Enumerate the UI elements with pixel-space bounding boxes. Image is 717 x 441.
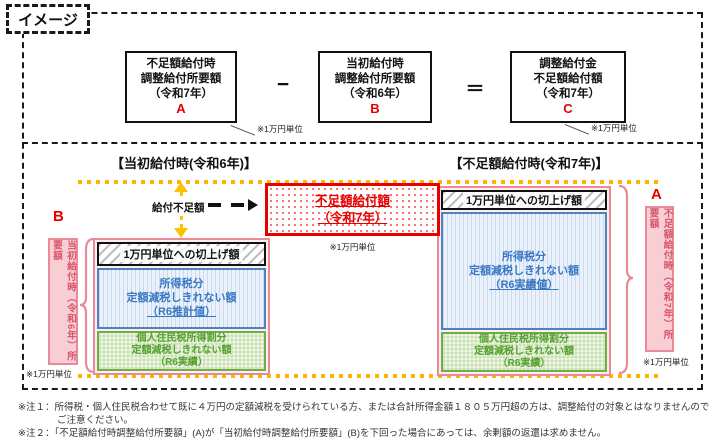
- shortfall-payment-line2: （令和7年）: [317, 210, 388, 225]
- footnotes: ※注１：所得税・個人住民税合わせて既に４万円の定額減税を受けられている方、または…: [18, 401, 709, 440]
- bottom-level-dotted-line: [78, 374, 662, 378]
- formula-box-a: 不足額給付時 調整給付所要額 （令和7年） A: [125, 51, 237, 123]
- right-blue-line3: （R6実績値）: [489, 279, 559, 292]
- formula-letter-b: B: [370, 101, 380, 117]
- footnote-2: ※注２：「不足額給付時調整給付所要額」(A)が「当初給付時調整給付所要額」(B)…: [18, 428, 607, 440]
- unit-note-bottom-right: ※1万円単位: [643, 357, 689, 367]
- formula-box-c-line3: （令和7年）: [536, 88, 600, 101]
- image-label-box: イメージ: [6, 4, 90, 34]
- minus-operator: −: [276, 73, 290, 96]
- unit-note-red-box: ※1万円単位: [329, 242, 376, 252]
- formula-box-c: 調整給付金 不足額給付額 （令和7年） C: [510, 51, 626, 123]
- right-section-heading: 【不足額給付時(令和7年)】: [449, 156, 609, 171]
- side-letter-a: A: [651, 186, 662, 203]
- shortfall-payment-line1: 不足額給付額: [314, 193, 390, 208]
- right-bar-resident-tax-segment: 個人住民税所得割分 定額減税しきれない額 （R6実績）: [441, 332, 607, 372]
- equals-operator: ＝: [465, 79, 485, 100]
- formula-box-b: 当初給付時 調整給付所要額 （令和6年） B: [318, 51, 432, 123]
- right-side-vertical-label: 不足額給付時（令和7年）所要額: [645, 206, 674, 352]
- formula-box-a-line1: 不足額給付時: [146, 58, 216, 71]
- left-blue-line2: 定額減税しきれない額: [126, 292, 237, 305]
- unit-note-c: ※1万円単位: [591, 123, 637, 133]
- formula-letter-c: C: [563, 101, 573, 117]
- formula-box-a-line2: 調整給付所要額: [140, 73, 222, 86]
- gap-arrowhead-down: [174, 228, 188, 238]
- left-section-heading: 【当初給付時(令和6年)】: [111, 156, 257, 171]
- formula-box-b-line3: （令和6年）: [343, 88, 407, 101]
- image-label: イメージ: [18, 11, 78, 29]
- footnote-1-line1: ※注１：所得税・個人住民税合わせて既に４万円の定額減税を受けられている方、または…: [18, 402, 710, 413]
- dashed-arrowhead: [248, 199, 258, 211]
- left-blue-line1: 所得税分: [159, 277, 204, 290]
- left-bar-income-tax-segment: 所得税分 定額減税しきれない額 （R6推計値）: [97, 267, 266, 329]
- left-green-line1: 個人住民税所得割分: [136, 333, 227, 344]
- right-bar-header-label: 1万円単位への切上げ額: [462, 192, 586, 208]
- top-level-dotted-line: [78, 180, 662, 184]
- left-bar: 1万円単位への切上げ額 所得税分 定額減税しきれない額 （R6推計値） 個人住民…: [93, 238, 270, 375]
- unit-note-a: ※1万円単位: [257, 124, 303, 134]
- right-green-line1: 個人住民税所得割分: [479, 334, 569, 345]
- formula-box-b-line1: 当初給付時: [346, 58, 404, 71]
- gap-arrowhead-up: [174, 182, 188, 192]
- formula-box-a-line3: （令和7年）: [149, 88, 213, 101]
- right-blue-line2: 定額減税しきれない額: [469, 264, 579, 277]
- section-divider-line: [22, 142, 703, 144]
- right-green-line2: 定額減税しきれない額: [474, 346, 574, 357]
- formula-letter-a: A: [176, 101, 186, 117]
- left-green-line2: 定額減税しきれない額: [131, 345, 232, 356]
- formula-box-c-line1: 調整給付金: [539, 58, 597, 71]
- shortfall-label: 給付不足額: [151, 200, 206, 215]
- right-bar-header: 1万円単位への切上げ額: [441, 190, 607, 210]
- formula-box-b-line2: 調整給付所要額: [334, 73, 416, 86]
- side-letter-b: B: [53, 208, 64, 225]
- outer-dashed-frame: [22, 12, 703, 390]
- formula-box-c-line2: 不足額給付額: [533, 73, 603, 86]
- left-bar-header: 1万円単位への切上げ額: [97, 242, 266, 266]
- right-green-line3: （R6実績）: [497, 358, 551, 369]
- left-brace: [79, 237, 95, 374]
- left-bar-header-label: 1万円単位への切上げ額: [120, 245, 243, 262]
- right-bar: 1万円単位への切上げ額 所得税分 定額減税しきれない額 （R6実績値） 個人住民…: [437, 186, 611, 376]
- footnote-1-line2: ご注意ください。: [57, 415, 134, 427]
- unit-note-bottom-left: ※1万円単位: [26, 369, 72, 379]
- shortfall-payment-box: 不足額給付額 （令和7年）: [265, 183, 440, 236]
- left-bar-resident-tax-segment: 個人住民税所得割分 定額減税しきれない額 （R6実績）: [97, 331, 266, 371]
- left-green-line3: （R6実績）: [155, 357, 208, 368]
- right-bar-income-tax-segment: 所得税分 定額減税しきれない額 （R6実績値）: [441, 212, 607, 330]
- dashed-arrow: [208, 203, 248, 207]
- right-blue-line1: 所得税分: [502, 250, 546, 263]
- left-blue-line3: （R6推計値）: [146, 306, 217, 319]
- right-brace: [618, 184, 634, 375]
- left-side-vertical-label: 当初給付時（令和6年）所要額: [48, 238, 78, 365]
